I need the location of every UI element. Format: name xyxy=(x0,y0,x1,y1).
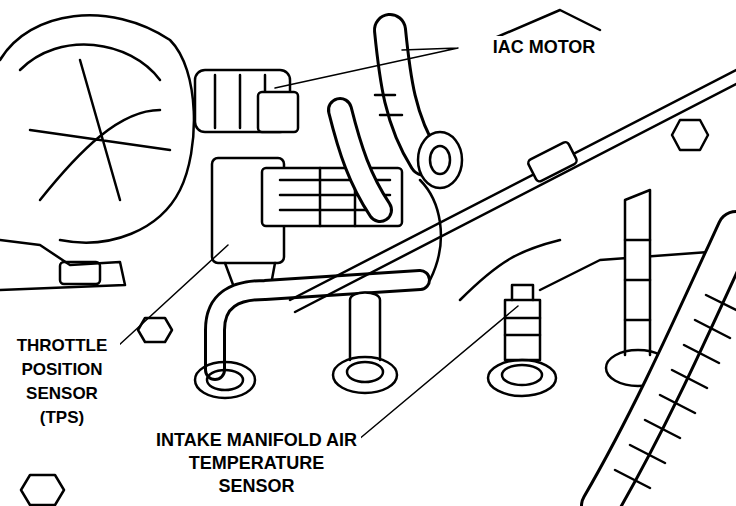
leader-line xyxy=(358,306,518,440)
hose-bore xyxy=(430,146,450,174)
vacuum-hose-fill xyxy=(215,280,420,370)
throttle-body xyxy=(0,15,194,242)
wires xyxy=(420,180,560,300)
hose2-outline xyxy=(340,110,380,210)
iat-hex xyxy=(505,285,540,335)
bolt xyxy=(21,475,64,505)
port-inner xyxy=(502,365,542,385)
part-label: IAC MOTOR xyxy=(462,36,626,58)
throttle-spokes xyxy=(20,45,170,200)
flange-tab xyxy=(60,262,100,284)
part-label: INTAKE MANIFOLD AIR TEMPERATURE SENSOR xyxy=(152,429,361,498)
vacuum-hose-outline xyxy=(215,280,420,370)
corrugated-hose-fill xyxy=(600,230,736,506)
hose2-fill xyxy=(340,110,380,210)
hose-end xyxy=(418,132,462,188)
bolt xyxy=(138,318,172,342)
hose-ridges xyxy=(615,295,736,488)
injector-bands xyxy=(625,240,650,320)
port-inner xyxy=(207,370,243,390)
injector xyxy=(625,190,650,355)
hose-clamp xyxy=(375,95,402,115)
part-label: THROTTLE POSITION SENSOR (TPS) xyxy=(4,334,120,430)
port-inner xyxy=(347,362,383,382)
bolt xyxy=(672,120,708,150)
injector xyxy=(350,293,380,361)
iat-sensor-body xyxy=(505,300,540,360)
corrugated-hose-outline xyxy=(600,230,736,506)
throttle-flange xyxy=(0,240,125,290)
leader-line xyxy=(118,245,228,346)
port xyxy=(488,360,556,396)
fuel-rail xyxy=(290,70,736,312)
port xyxy=(195,362,255,398)
iac-connector xyxy=(258,92,298,132)
port xyxy=(333,357,397,393)
rail-fitting xyxy=(527,141,578,183)
leader-line xyxy=(275,48,458,88)
